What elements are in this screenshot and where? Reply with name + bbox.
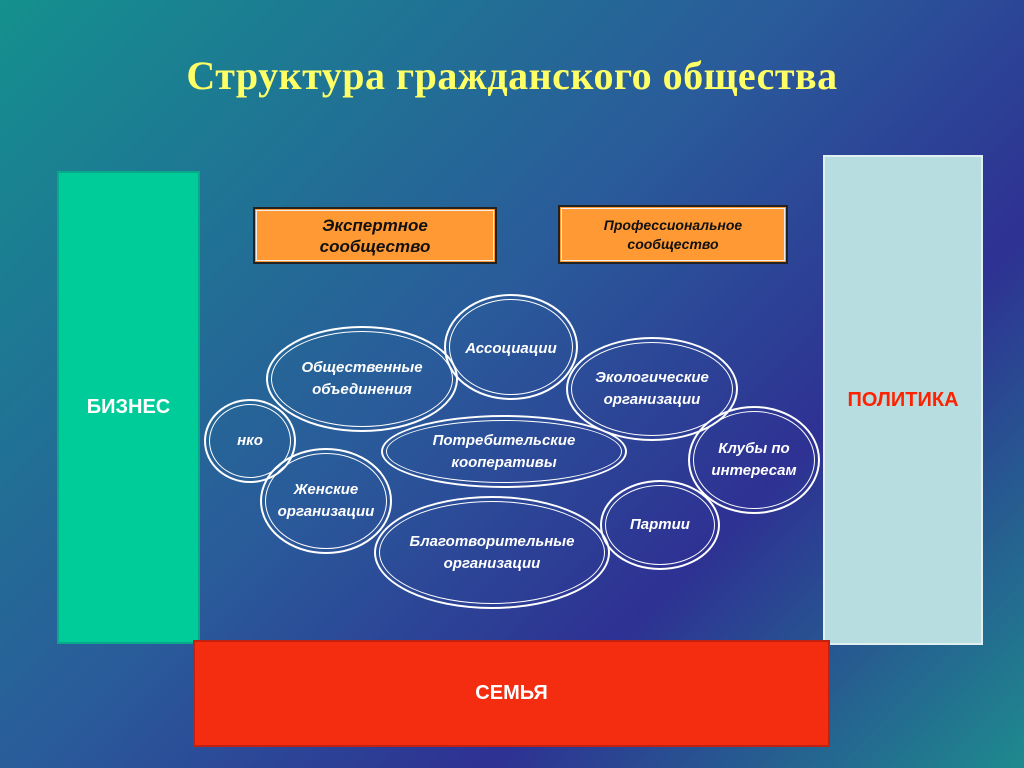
consumer-coops-oval: Потребительские кооперативы [381,415,627,488]
family-block: СЕМЬЯ [193,640,830,747]
consumer-coops-label: Потребительские кооперативы [432,431,576,471]
womens-label: Женские организации [277,481,375,520]
professional-community-box: Профессиональное сообщество [558,205,788,264]
ecological-label: Экологические организации [595,369,709,408]
expert-community-label: Экспертное сообщество [319,215,431,256]
charity-oval: Благотворительные организации [374,496,610,609]
slide-title: Структура гражданского общества [186,53,838,98]
family-label: СЕМЬЯ [475,682,548,704]
politics-label: ПОЛИТИКА [847,388,959,411]
associations-label: Ассоциации [465,340,557,357]
ecological-oval: Экологические организации [566,337,738,441]
expert-community-box: Экспертное сообщество [253,207,497,264]
business-block: БИЗНЕС [57,171,200,644]
parties-oval: Партии [600,480,720,570]
clubs-oval: Клубы по интересам [688,406,820,514]
professional-community-label: Профессиональное сообщество [603,216,743,252]
nko-oval: нко [204,399,296,483]
nko-label: нко [237,432,263,449]
clubs-label: Клубы по интересам [711,440,797,479]
parties-label: Партии [630,516,690,533]
associations-oval: Ассоциации [444,294,578,400]
politics-block: ПОЛИТИКА [823,155,983,645]
womens-oval: Женские организации [260,448,392,554]
business-label: БИЗНЕС [86,396,171,418]
public-associations-label: Общественные объединения [301,359,423,398]
public-associations-oval: Общественные объединения [266,326,458,432]
charity-label: Благотворительные организации [409,532,575,572]
